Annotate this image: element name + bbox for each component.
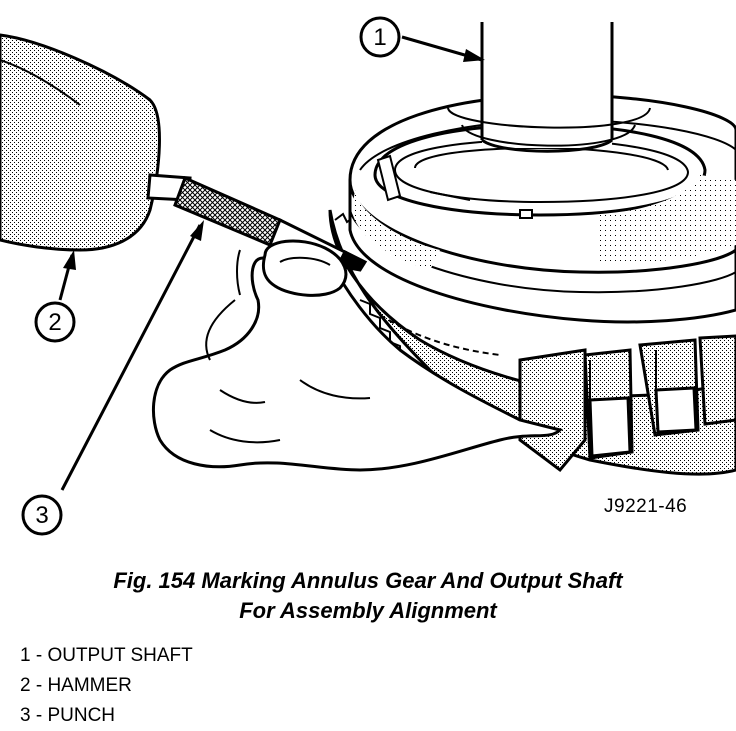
leader-arrowheads — [63, 49, 485, 270]
callout-1: 1 — [359, 16, 401, 58]
technical-illustration: 1 2 3 — [0, 16, 736, 536]
callout-3-label: 3 — [35, 502, 48, 529]
legend: 1 - OUTPUT SHAFT 2 - HAMMER 3 - PUNCH — [20, 641, 193, 731]
callout-1-label: 1 — [373, 24, 386, 51]
output-shaft — [447, 22, 651, 153]
callout-2: 2 — [34, 301, 76, 343]
annulus-gear — [328, 93, 736, 476]
hand — [151, 239, 563, 472]
legend-item: 3 - PUNCH — [20, 705, 116, 726]
callout-2-label: 2 — [48, 309, 61, 336]
caption-line-1: Fig. 154 Marking Annulus Gear And Output… — [113, 568, 623, 593]
caption-line-2: For Assembly Alignment — [239, 598, 497, 623]
figure-id: J9221-46 — [604, 496, 688, 517]
callout-3: 3 — [21, 494, 63, 536]
housing-lugs — [518, 334, 736, 473]
figure-caption: Fig. 154 Marking Annulus Gear And Output… — [0, 566, 736, 626]
legend-item: 2 - HAMMER — [20, 675, 132, 696]
hammer — [0, 33, 192, 252]
legend-item: 1 - OUTPUT SHAFT — [20, 645, 193, 666]
